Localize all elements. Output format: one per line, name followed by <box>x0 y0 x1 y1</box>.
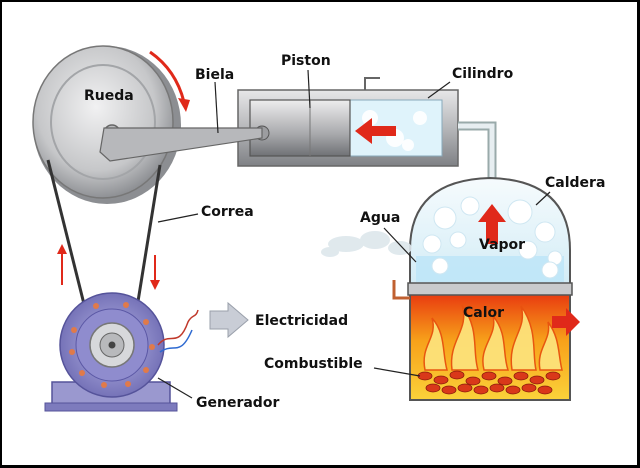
vapor-label: Vapor <box>479 237 526 253</box>
vapor-arrow <box>478 204 506 244</box>
flames <box>423 304 563 371</box>
water-label: Agua <box>360 210 401 226</box>
heat-label: Calor <box>463 305 505 321</box>
electricity-label: Electricidad <box>255 313 349 329</box>
belt-label: Correa <box>201 204 254 220</box>
boiler-label: Caldera <box>545 175 606 191</box>
belt-arrows <box>57 244 160 290</box>
water-splash <box>321 231 412 257</box>
generator <box>44 292 199 412</box>
piston-arrow <box>355 118 396 144</box>
leader-lines <box>157 69 551 399</box>
wheel-label: Rueda <box>84 88 134 104</box>
connecting-rod-label: Biela <box>195 67 235 83</box>
piston <box>249 99 351 157</box>
fuel-label: Combustible <box>264 356 363 372</box>
cylinder-label: Cilindro <box>452 66 514 82</box>
water-inlet-pipe <box>392 280 410 300</box>
connecting-rod <box>99 127 263 162</box>
vapor-bubbles <box>422 196 563 279</box>
electricity-arrow <box>209 301 249 339</box>
fuel-coals <box>417 370 561 395</box>
piston-label: Piston <box>281 53 331 69</box>
generator-label: Generador <box>196 395 280 411</box>
belt <box>46 159 162 321</box>
wheel-rotation-arrow <box>149 50 190 112</box>
heat-arrow <box>552 308 580 336</box>
